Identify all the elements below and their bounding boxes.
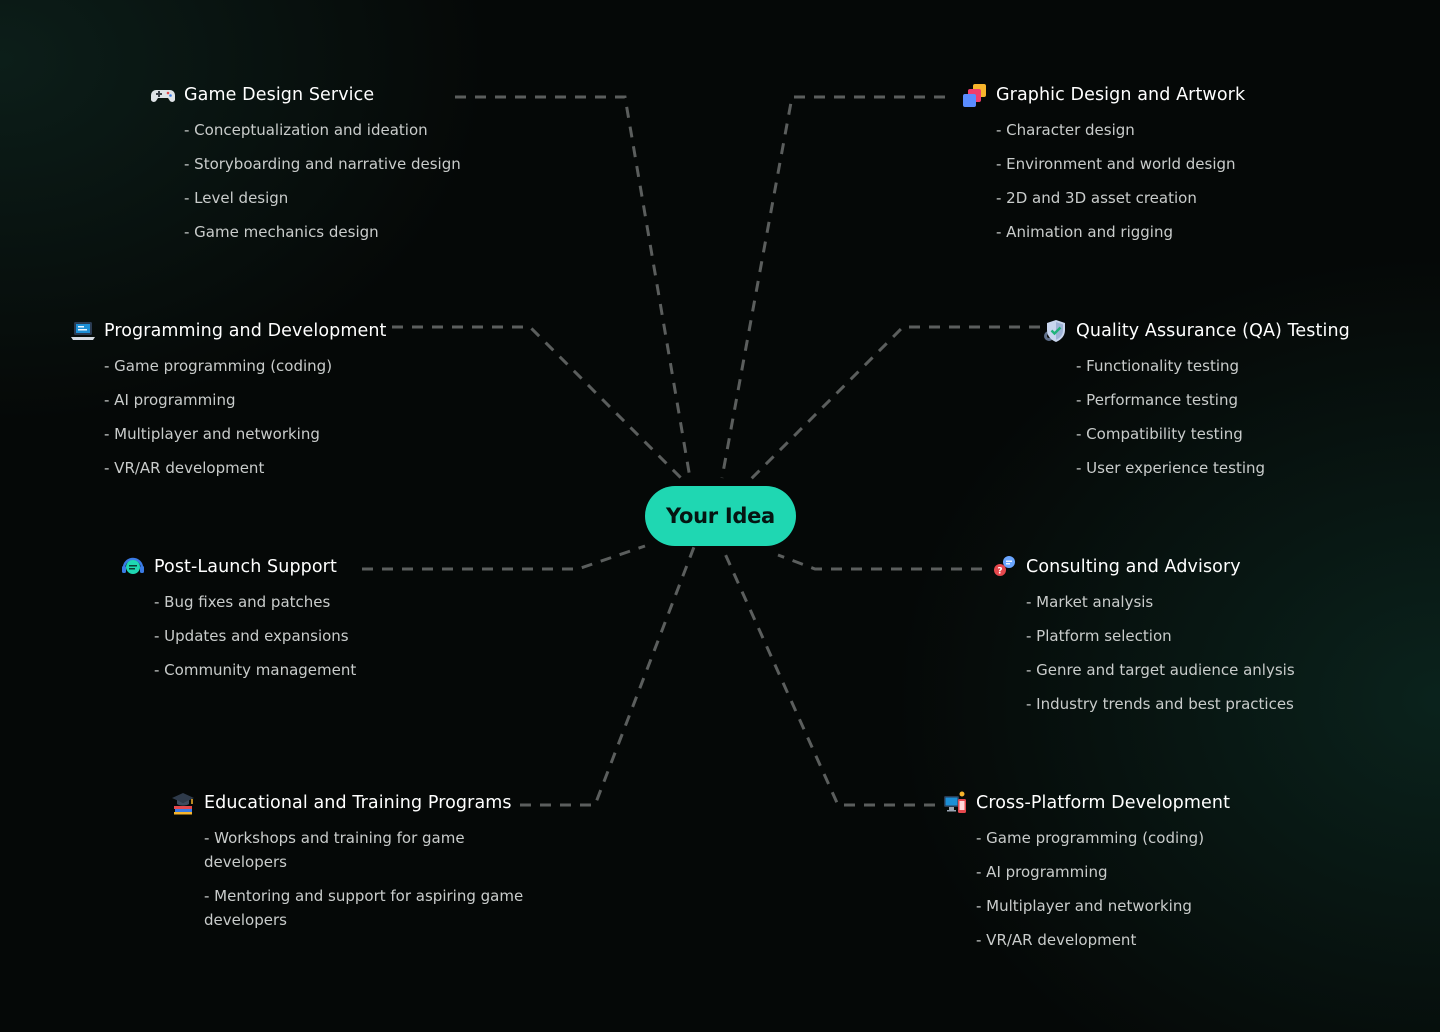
devices-icon <box>944 791 966 813</box>
list-item: - Platform selection <box>1026 627 1172 645</box>
svg-text:?: ? <box>997 567 1002 577</box>
chat-bubbles-icon: ? <box>994 556 1015 577</box>
shield-check-icon <box>1044 320 1065 342</box>
list-item: - VR/AR development <box>976 931 1137 949</box>
list-item: - Compatibility testing <box>1076 425 1243 443</box>
group-cross-platform: Cross-Platform Development - Game progra… <box>942 790 1272 962</box>
list-item: - Environment and world design <box>996 155 1236 173</box>
connector-programming <box>392 325 685 482</box>
list-item: - VR/AR development <box>104 459 265 477</box>
connector-qa-testing <box>746 325 1040 484</box>
item-list: - Game programming (coding) - AI program… <box>70 354 400 480</box>
item-list: - Bug fixes and patches - Updates and ex… <box>120 590 420 682</box>
item-list: - Character design - Environment and wor… <box>962 118 1302 244</box>
item-list: - Conceptualization and ideation - Story… <box>150 118 490 244</box>
gamepad-icon <box>151 90 175 102</box>
group-title: Educational and Training Programs <box>204 793 512 813</box>
list-item: - AI programming <box>976 863 1108 881</box>
list-item: - Animation and rigging <box>996 223 1173 241</box>
list-item: - Market analysis <box>1026 593 1154 611</box>
group-consulting: ? Consulting and Advisory - Market analy… <box>992 554 1332 726</box>
list-item: - Game programming (coding) <box>104 357 333 375</box>
list-item: - Industry trends and best practices <box>1026 695 1294 713</box>
group-education: Educational and Training Programs - Work… <box>170 790 540 942</box>
list-item: - Level design <box>184 189 289 207</box>
list-item: - Game mechanics design <box>184 223 379 241</box>
group-game-design: Game Design Service - Conceptualization … <box>150 82 490 254</box>
list-item: - Genre and target audience anlysis <box>1026 661 1295 679</box>
list-item: - Community management <box>154 661 357 679</box>
list-item: - Game programming (coding) <box>976 829 1205 847</box>
group-title: Post-Launch Support <box>154 557 337 577</box>
list-item: - AI programming <box>104 391 236 409</box>
connector-game-design <box>455 95 692 479</box>
group-title: Cross-Platform Development <box>976 793 1231 813</box>
item-list: - Game programming (coding) - AI program… <box>942 826 1272 952</box>
item-list: - Workshops and training for game develo… <box>170 826 540 932</box>
list-item: - Functionality testing <box>1076 357 1240 375</box>
list-item: - Multiplayer and networking <box>976 897 1192 915</box>
connector-cross-platform <box>720 546 935 807</box>
item-list: - Market analysis - Platform selection -… <box>992 590 1332 716</box>
list-item: - Conceptualization and ideation <box>184 121 428 139</box>
group-programming: Programming and Development - Game progr… <box>70 318 400 490</box>
group-title: Programming and Development <box>104 321 387 341</box>
connector-education <box>520 546 696 807</box>
group-title: Game Design Service <box>184 85 375 105</box>
group-graphic-design: Graphic Design and Artwork - Character d… <box>962 82 1302 254</box>
list-item: - User experience testing <box>1076 459 1266 477</box>
layers-icon <box>963 84 986 107</box>
connector-consulting <box>777 553 982 571</box>
list-item: - Performance testing <box>1076 391 1239 409</box>
item-list: - Functionality testing - Performance te… <box>1042 354 1372 480</box>
list-item: - Bug fixes and patches <box>154 593 331 611</box>
list-item: - 2D and 3D asset creation <box>996 189 1197 207</box>
center-node-your-idea[interactable]: Your Idea <box>645 486 796 546</box>
group-title: Consulting and Advisory <box>1026 557 1241 577</box>
group-post-launch: Post-Launch Support - Bug fixes and patc… <box>120 554 420 692</box>
connector-graphic-design <box>720 95 945 479</box>
list-item: - Mentoring and support for aspiring gam… <box>204 887 524 929</box>
group-title: Graphic Design and Artwork <box>996 85 1246 105</box>
group-qa-testing: Quality Assurance (QA) Testing - Functio… <box>1042 318 1372 490</box>
headset-icon <box>122 557 144 574</box>
group-title: Quality Assurance (QA) Testing <box>1076 321 1350 341</box>
laptop-icon <box>71 322 95 340</box>
list-item: - Character design <box>996 121 1135 139</box>
list-item: - Updates and expansions <box>154 627 349 645</box>
list-item: - Workshops and training for game develo… <box>204 829 465 871</box>
graduation-cap-icon <box>172 793 194 815</box>
list-item: - Multiplayer and networking <box>104 425 320 443</box>
list-item: - Storyboarding and narrative design <box>184 155 461 173</box>
